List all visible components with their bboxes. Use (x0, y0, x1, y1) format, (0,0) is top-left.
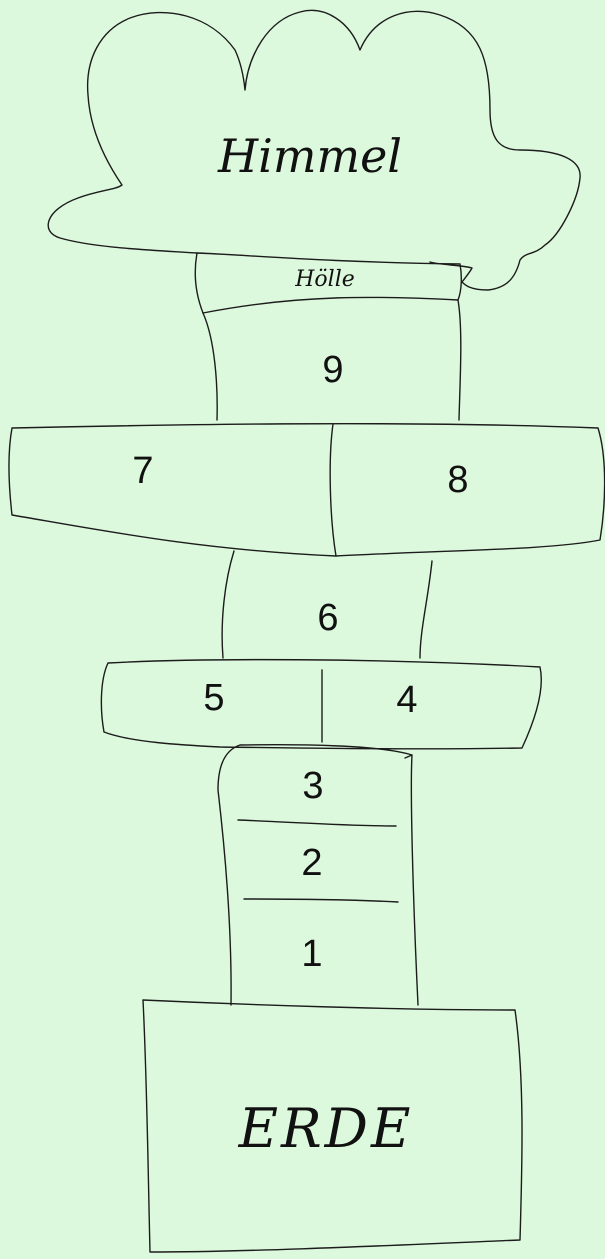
field-4-label: 4 (396, 679, 417, 721)
field-2-label: 2 (301, 842, 322, 884)
field-6-label: 6 (317, 597, 338, 639)
heaven-label: Himmel (217, 129, 402, 183)
field-7-8-shape (9, 424, 605, 556)
divider-2-1 (244, 899, 398, 902)
divider-3-2 (238, 820, 396, 826)
field-8-label: 8 (447, 459, 468, 501)
field-5-label: 5 (203, 677, 224, 719)
earth-label: ERDE (238, 1097, 414, 1160)
field-7-label: 7 (132, 450, 153, 492)
field-1-label: 1 (301, 933, 322, 975)
divider-7-8 (330, 424, 336, 556)
field-9-label: 9 (322, 349, 343, 391)
hell-label: Hölle (294, 267, 355, 292)
field-3-label: 3 (302, 765, 323, 807)
